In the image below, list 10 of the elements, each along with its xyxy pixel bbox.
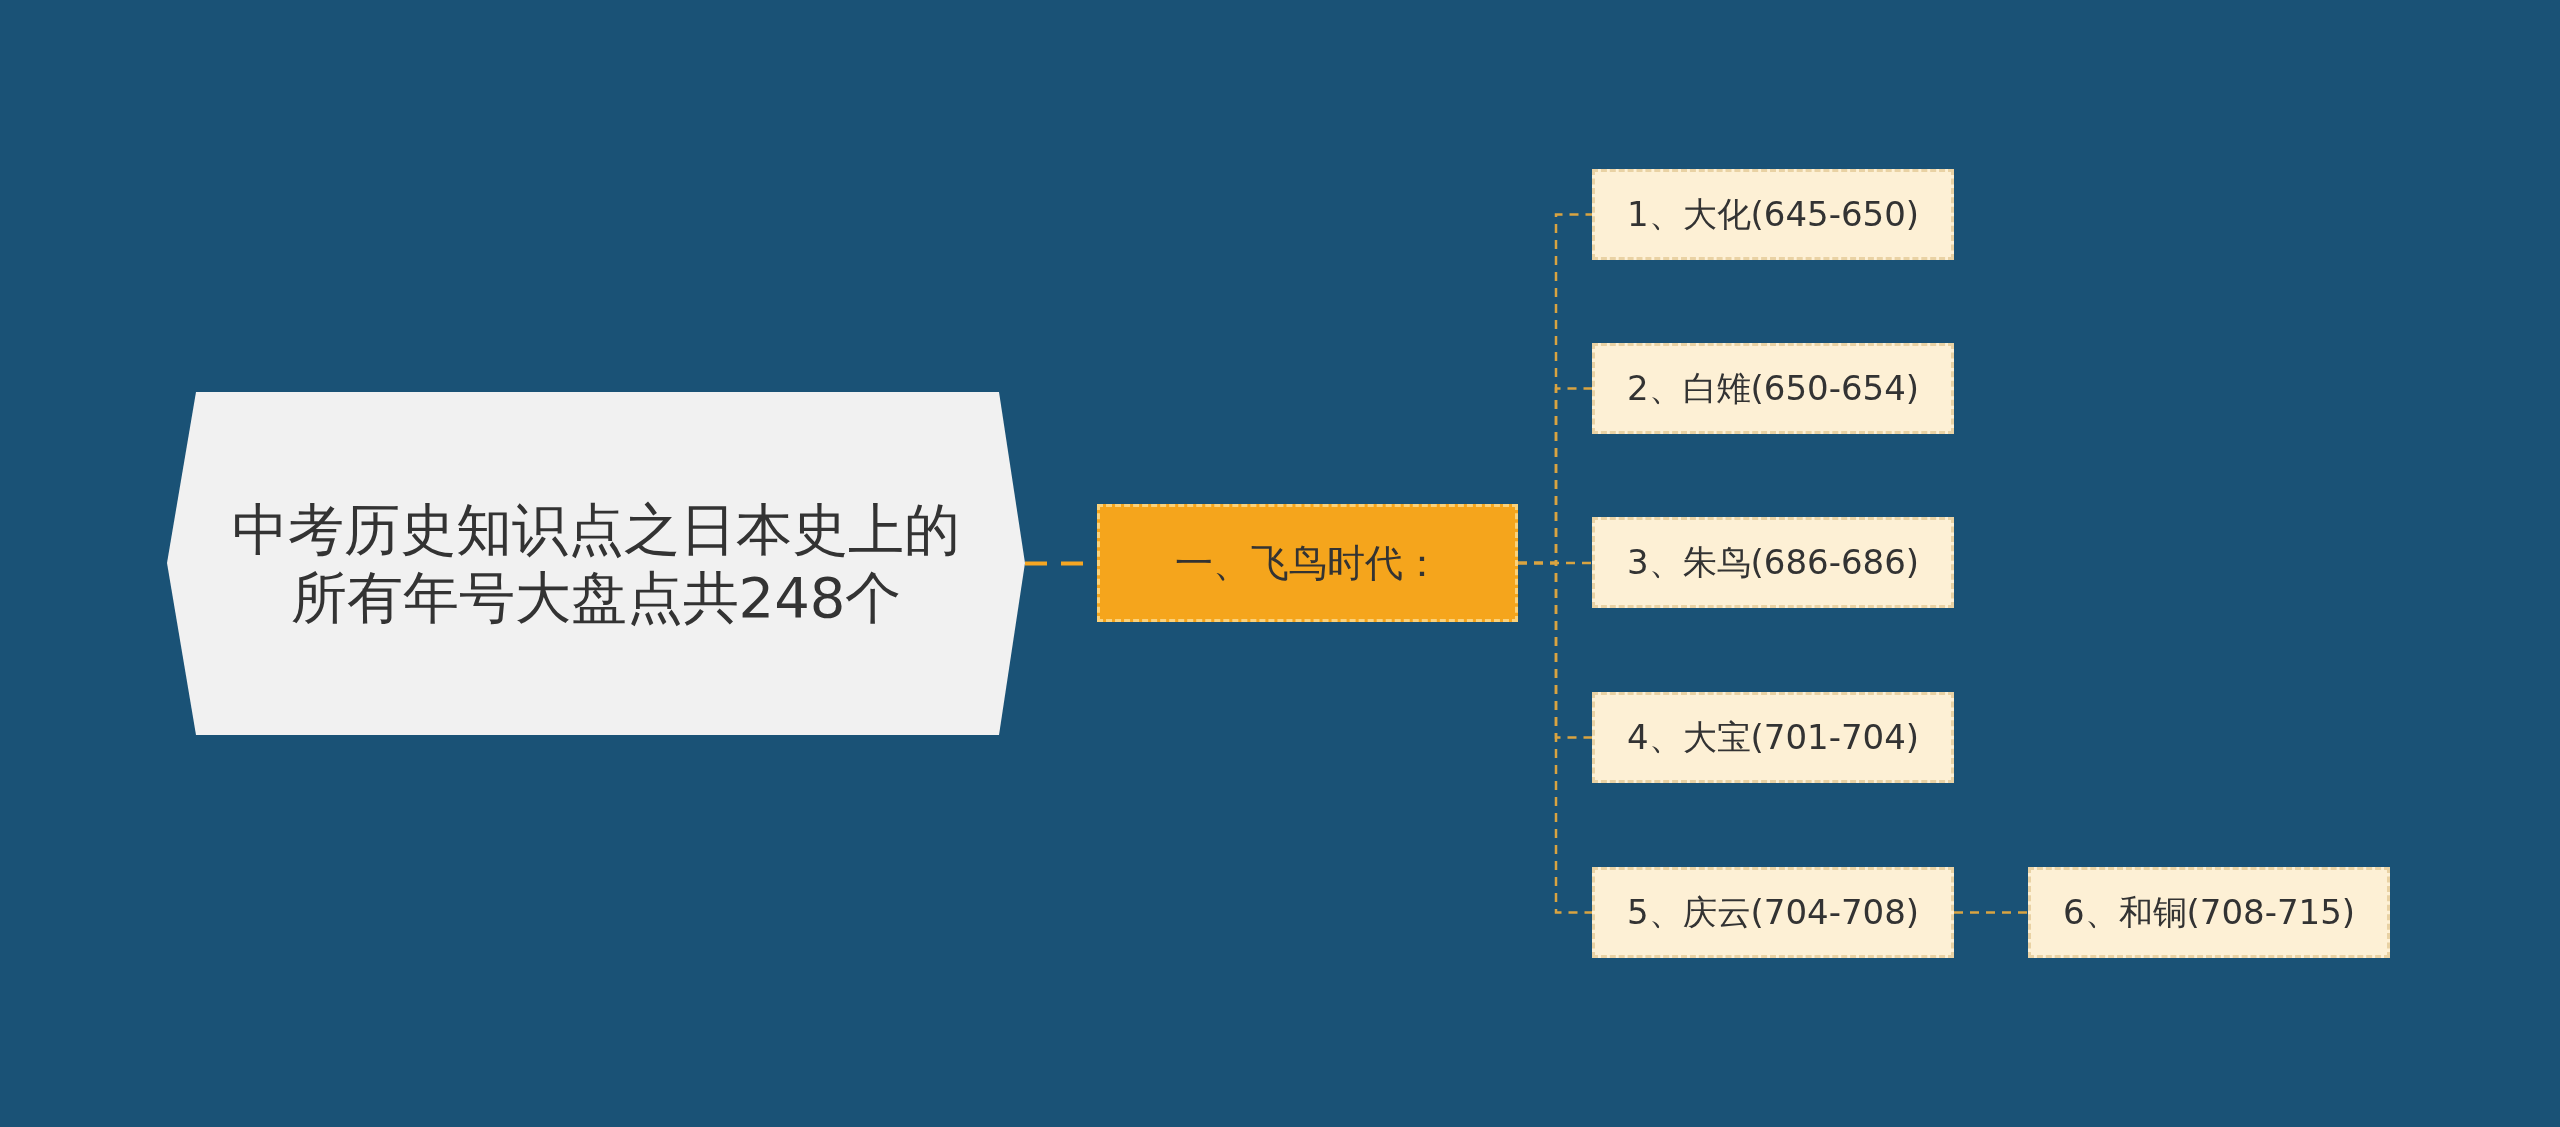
leaf-box: 1、大化(645-650) (1592, 169, 1954, 260)
leaf-box: 2、白雉(650-654) (1592, 343, 1954, 434)
connector-line (1518, 561, 1592, 914)
leaf-box: 5、庆云(704-708) (1592, 867, 1954, 958)
leaf-box: 3、朱鸟(686-686) (1592, 517, 1954, 608)
connector-line (1954, 911, 2028, 914)
leaf-box: 4、大宝(701-704) (1592, 692, 1954, 783)
leaf-box: 6、和铜(708-715) (2028, 867, 2390, 958)
topic-hexagon: 中考历史知识点之日本史上的所有年号大盘点共248个 (167, 392, 1025, 735)
branch-box: 一、飞鸟时代： (1097, 504, 1518, 622)
